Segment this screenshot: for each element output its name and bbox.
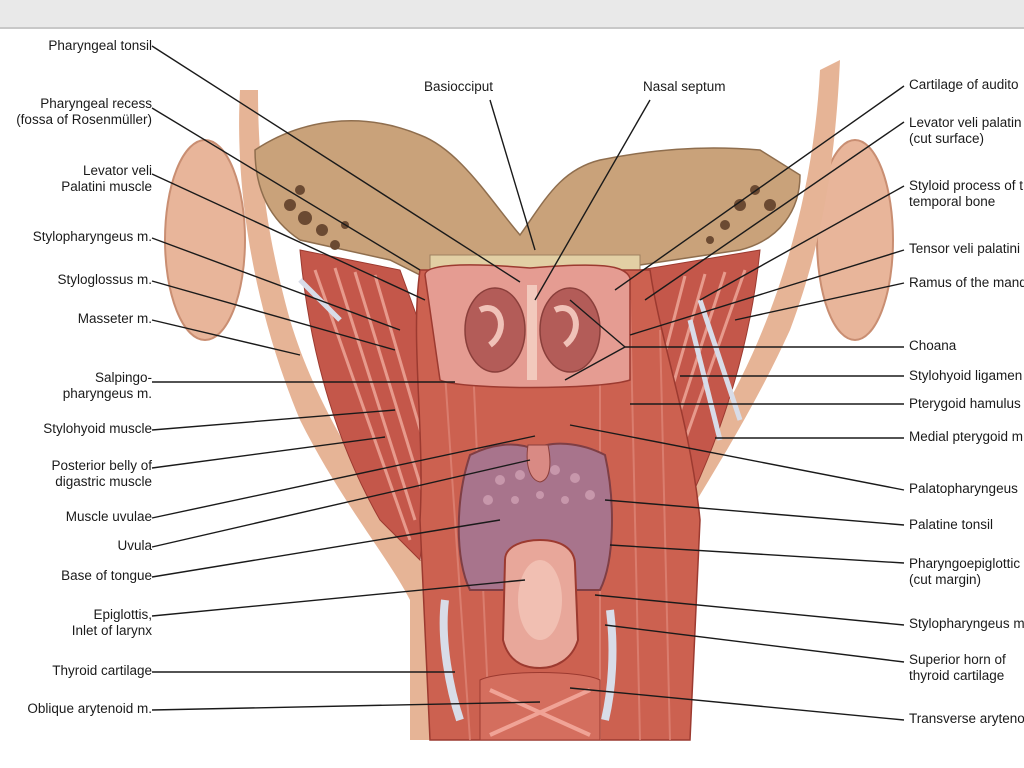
label-styloglossus: Styloglossus m. <box>57 272 152 287</box>
thyroid-cartilage-shape-left <box>439 599 464 722</box>
label-uvula: Uvula <box>117 538 152 553</box>
slide-top-bar <box>0 0 1024 29</box>
label-stylohyoid-muscle: Stylohyoid muscle <box>43 421 152 436</box>
uvula-shape <box>526 444 551 483</box>
label-muscle-uvulae: Muscle uvulae <box>65 509 152 524</box>
label-stylopharyngeus-lower: Stylopharyngeus m <box>909 616 1024 631</box>
label-oblique-arytenoid: Oblique arytenoid m. <box>27 701 152 716</box>
label-stylohyoid-ligament: Stylohyoid ligamen <box>909 368 1023 383</box>
nasal-septum-bar <box>527 285 537 380</box>
thyroid-cartilage-shape-right <box>601 609 617 721</box>
left-muscle-stripes <box>313 267 434 541</box>
label-pharyngeal-recess: Pharyngeal recess (fossa of Rosenmüller) <box>16 96 152 127</box>
label-masseter: Masseter m. <box>77 311 152 326</box>
label-stylopharyngeus-upper: Stylopharyngeus m. <box>32 229 152 244</box>
left-choana <box>464 287 526 373</box>
label-basiocciput: Basiocciput <box>424 79 494 94</box>
label-epiglottis: Epiglottis, Inlet of larynx <box>71 607 152 638</box>
arytenoid-region <box>479 672 601 741</box>
nasal-conchae <box>478 305 579 348</box>
right-muscle-stripes <box>633 269 747 541</box>
label-pterygoid-hamulus: Pterygoid hamulus <box>909 396 1021 411</box>
label-levator-veli-palatini-muscle: Levator veli Palatini muscle <box>61 163 152 194</box>
leader-lines-top <box>489 99 651 301</box>
arytenoid-fibers <box>489 688 591 737</box>
label-superior-horn-thyroid: Superior horn of thyroid cartilage <box>909 652 1006 683</box>
tongue-papillae <box>483 465 595 505</box>
label-nasal-septum: Nasal septum <box>643 79 726 94</box>
label-palatine-tonsil: Palatine tonsil <box>909 517 994 532</box>
label-levator-veli-palatini-cut: Levator veli palatin (cut surface) <box>909 115 1022 146</box>
leader-lines-right <box>564 85 905 721</box>
label-styloid-process: Styloid process of t temporal bone <box>909 178 1024 209</box>
left-ear <box>164 139 246 341</box>
label-salpingopharyngeus: Salpingo- pharyngeus m. <box>62 370 152 401</box>
label-transverse-arytenoid: Transverse aryteno <box>909 711 1024 726</box>
label-tensor-veli-palatini: Tensor veli palatini <box>909 241 1021 256</box>
label-posterior-belly-digastric: Posterior belly of digastric muscle <box>51 458 152 489</box>
label-palatopharyngeus: Palatopharyngeus <box>909 481 1018 496</box>
label-cartilage-auditory: Cartilage of audito <box>909 77 1019 92</box>
label-pharyngeal-tonsil: Pharyngeal tonsil <box>48 38 152 53</box>
leader-lines-left <box>151 45 541 711</box>
label-medial-pterygoid: Medial pterygoid m <box>909 429 1024 444</box>
label-ramus-mandible: Ramus of the mand <box>909 275 1024 290</box>
label-choana: Choana <box>909 338 957 353</box>
label-base-of-tongue: Base of tongue <box>61 568 152 583</box>
label-thyroid-cartilage: Thyroid cartilage <box>52 663 152 678</box>
label-pharyngoepiglottic: Pharyngoepiglottic (cut margin) <box>909 556 1021 587</box>
laryngeal-inlet <box>518 560 562 640</box>
